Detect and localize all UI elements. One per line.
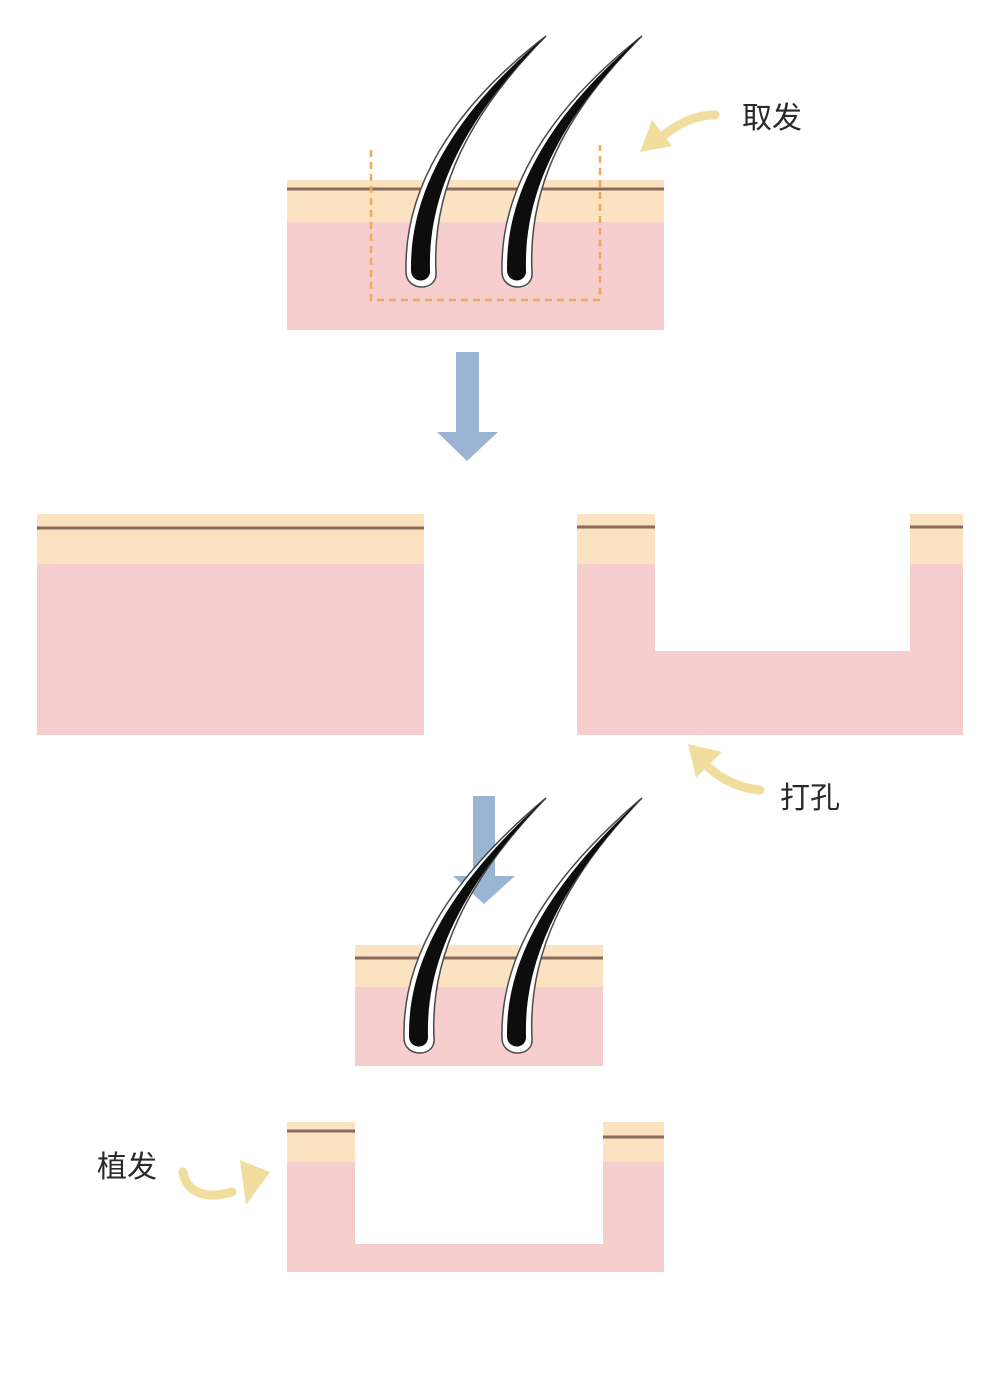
hair-follicle-3 [403,797,547,1054]
hair-follicle-4 [501,797,643,1054]
cut-outline [369,145,602,302]
epidermis-right [910,514,963,564]
epidermis-layer [287,180,664,222]
curved-arrow-icon [640,110,720,152]
drill-label: 打孔 [780,781,840,816]
epidermis-left [287,1122,355,1162]
epidermis-right [603,1122,664,1162]
intact-skin-block [37,514,424,735]
hair-follicle-2 [501,35,643,288]
dermis-layer [577,514,963,735]
epidermis-layer [355,945,603,987]
arrow-down-icon [437,352,498,461]
curved-arrow-icon [688,744,765,795]
harvest-label: 取发 [742,101,802,136]
implant-skin-block [287,1122,664,1272]
harvest-skin-block [287,180,664,330]
epidermis-left [577,514,655,564]
graft-skin-block [355,945,603,1066]
hair-follicle-1 [405,35,547,288]
curved-arrow-icon [178,1160,270,1205]
implant-label: 植发 [97,1150,157,1185]
drilled-skin-block [577,514,963,735]
epidermis-layer [37,514,424,564]
